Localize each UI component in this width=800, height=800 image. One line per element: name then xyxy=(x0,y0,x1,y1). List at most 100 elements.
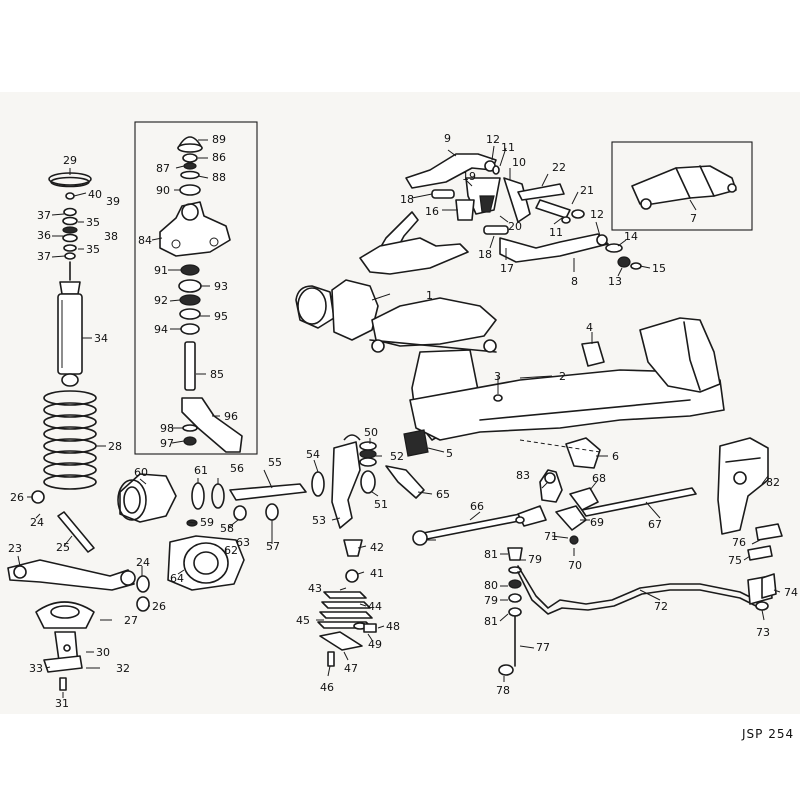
part-label: 6 xyxy=(612,450,619,463)
part-label: 27 xyxy=(124,614,138,627)
part-label: 54 xyxy=(306,448,320,461)
part-label: 40 xyxy=(88,188,102,201)
part-label: 4 xyxy=(586,321,593,334)
part-label: 89 xyxy=(212,133,226,146)
part-label: 11 xyxy=(549,226,563,239)
part-label: 21 xyxy=(580,184,594,197)
part-label: 68 xyxy=(592,472,606,485)
part-label: 12 xyxy=(590,208,604,221)
part-label: 16 xyxy=(425,205,439,218)
spring-damper-assembly xyxy=(43,172,97,490)
part-label: 9 xyxy=(444,132,451,145)
inset-box-steering-arm xyxy=(134,121,258,455)
part-label: 79 xyxy=(484,594,498,607)
part-label: 67 xyxy=(648,518,662,531)
part-label: 51 xyxy=(374,498,388,511)
part-label: 49 xyxy=(368,638,382,651)
part-label: 14 xyxy=(624,230,638,243)
part-label: 56 xyxy=(230,462,244,475)
part-label: 65 xyxy=(436,488,450,501)
part-label: 24 xyxy=(30,516,44,529)
part-label: 37 xyxy=(37,250,51,263)
part-label: 73 xyxy=(756,626,770,639)
part-label: 28 xyxy=(108,440,122,453)
part-label: 69 xyxy=(590,516,604,529)
part-label: 77 xyxy=(536,641,550,654)
part-label: 12 xyxy=(486,133,500,146)
part-label: 45 xyxy=(296,614,310,627)
part-label: 55 xyxy=(268,456,282,469)
part-label: 17 xyxy=(500,262,514,275)
part-label: 38 xyxy=(104,230,118,243)
part-label: 87 xyxy=(156,162,170,175)
part-label: 83 xyxy=(516,469,530,482)
part-label: 11 xyxy=(501,141,515,154)
part-label: 60 xyxy=(134,466,148,479)
part-label: 84 xyxy=(138,234,152,247)
part-label: 18 xyxy=(478,248,492,261)
part-label: 2 xyxy=(559,370,566,383)
part-label: 7 xyxy=(690,212,697,225)
part-label: 91 xyxy=(154,264,168,277)
part-label: 15 xyxy=(652,262,666,275)
leader-lines xyxy=(17,139,781,698)
part-label: 97 xyxy=(160,437,174,450)
part-label: 98 xyxy=(160,422,174,435)
part-label: 29 xyxy=(63,154,77,167)
part-label: 81 xyxy=(484,548,498,561)
part-label: 94 xyxy=(154,323,168,336)
inset-wishbone-assembly xyxy=(631,165,737,210)
part-label: 70 xyxy=(568,559,582,572)
drawing-reference-code: JSP 254 xyxy=(741,727,794,741)
part-label: 85 xyxy=(210,368,224,381)
part-label: 57 xyxy=(266,540,280,553)
part-label: 3 xyxy=(494,370,501,383)
part-label: 86 xyxy=(212,151,226,164)
part-label: 26 xyxy=(152,600,166,613)
part-label: 71 xyxy=(544,530,558,543)
part-label: 10 xyxy=(512,156,526,169)
part-label: 48 xyxy=(386,620,400,633)
part-label: 32 xyxy=(116,662,130,675)
part-label: 19 xyxy=(462,170,476,183)
part-label: 35 xyxy=(86,243,100,256)
part-label: 52 xyxy=(390,450,404,463)
part-label: 53 xyxy=(312,514,326,527)
part-label: 22 xyxy=(552,161,566,174)
part-label: 31 xyxy=(55,697,69,710)
part-label: 88 xyxy=(212,171,226,184)
part-label: 43 xyxy=(308,582,322,595)
part-label: 8 xyxy=(571,275,578,288)
part-label: 74 xyxy=(784,586,798,599)
part-label: 72 xyxy=(654,600,668,613)
part-label: 62 xyxy=(224,544,238,557)
part-label: 59 xyxy=(200,516,214,529)
part-label: 75 xyxy=(728,554,742,567)
part-label: 13 xyxy=(608,275,622,288)
part-label: 42 xyxy=(370,541,384,554)
part-label: 33 xyxy=(29,662,43,675)
inset-box-wishbone xyxy=(611,141,753,231)
part-label: 46 xyxy=(320,681,334,694)
part-label: 61 xyxy=(194,464,208,477)
part-label: 96 xyxy=(224,410,238,423)
part-label: 79 xyxy=(528,553,542,566)
part-label: 90 xyxy=(156,184,170,197)
part-label: 35 xyxy=(86,216,100,229)
part-label: 66 xyxy=(470,500,484,513)
part-label: 20 xyxy=(508,220,522,233)
part-label: 50 xyxy=(364,426,378,439)
part-label: 76 xyxy=(732,536,746,549)
part-label: 37 xyxy=(37,209,51,222)
hub-and-bearing-parts xyxy=(117,473,307,591)
part-label: 25 xyxy=(56,541,70,554)
part-label: 18 xyxy=(400,193,414,206)
part-label: 30 xyxy=(96,646,110,659)
part-label: 95 xyxy=(214,310,228,323)
part-label: 26 xyxy=(10,491,24,504)
part-label: 47 xyxy=(344,662,358,675)
steering-linkage-parts xyxy=(412,437,783,676)
part-label: 93 xyxy=(214,280,228,293)
